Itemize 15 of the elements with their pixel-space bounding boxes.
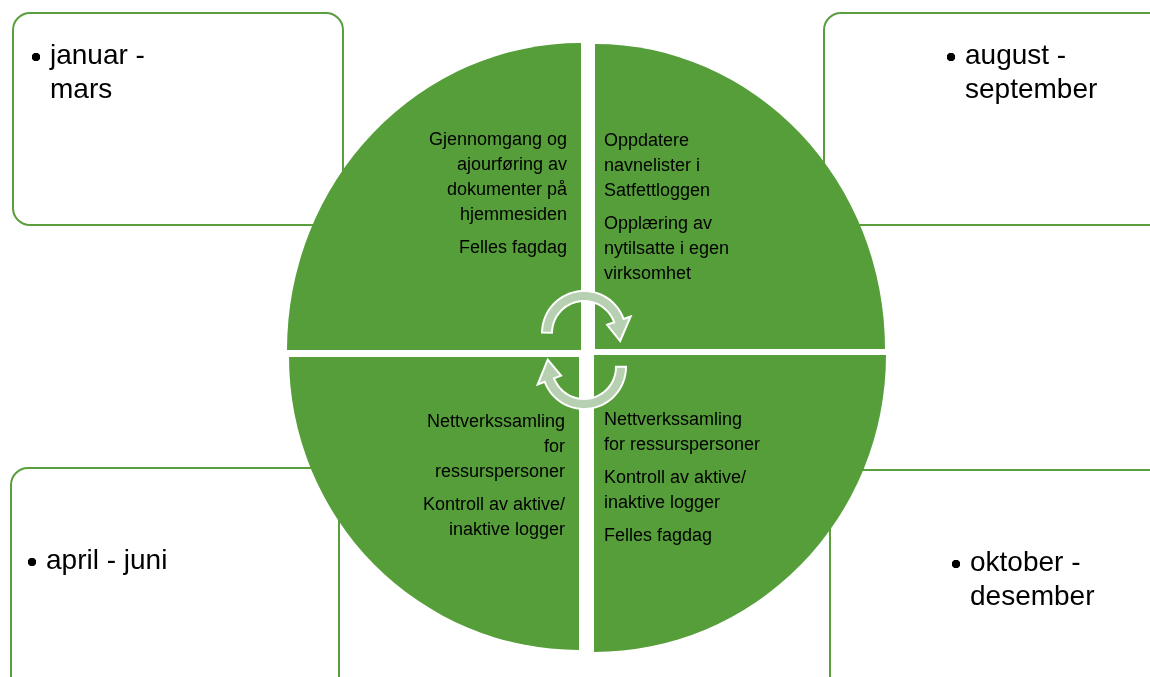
activity-text: Gjennomgang og ajourføring av dokumenter på hjemmesiden: [427, 128, 567, 226]
period-box: [12, 12, 344, 226]
period-box: [829, 469, 1150, 677]
activity-text: Felles fagdag: [604, 524, 714, 547]
activity-text: Nettverkssamling for ressurspersoner: [425, 410, 565, 483]
period-box: [10, 467, 340, 677]
activity-text: Opplæring av nytilsatte i egen virksomhet: [604, 212, 731, 285]
period-box: [823, 12, 1150, 226]
activity-text: Felles fagdag: [457, 236, 567, 259]
activity-text: Nettverkssamling for ressurspersoner: [604, 408, 762, 456]
activity-text: Kontroll av aktive/ inaktive logger: [604, 466, 748, 514]
activity-text: Kontroll av aktive/ inaktive logger: [421, 493, 565, 541]
activity-text: Oppdatere navnelister i Satfettloggen: [604, 129, 712, 202]
curved-arrow: [535, 357, 628, 410]
curved-arrow: [540, 290, 633, 343]
